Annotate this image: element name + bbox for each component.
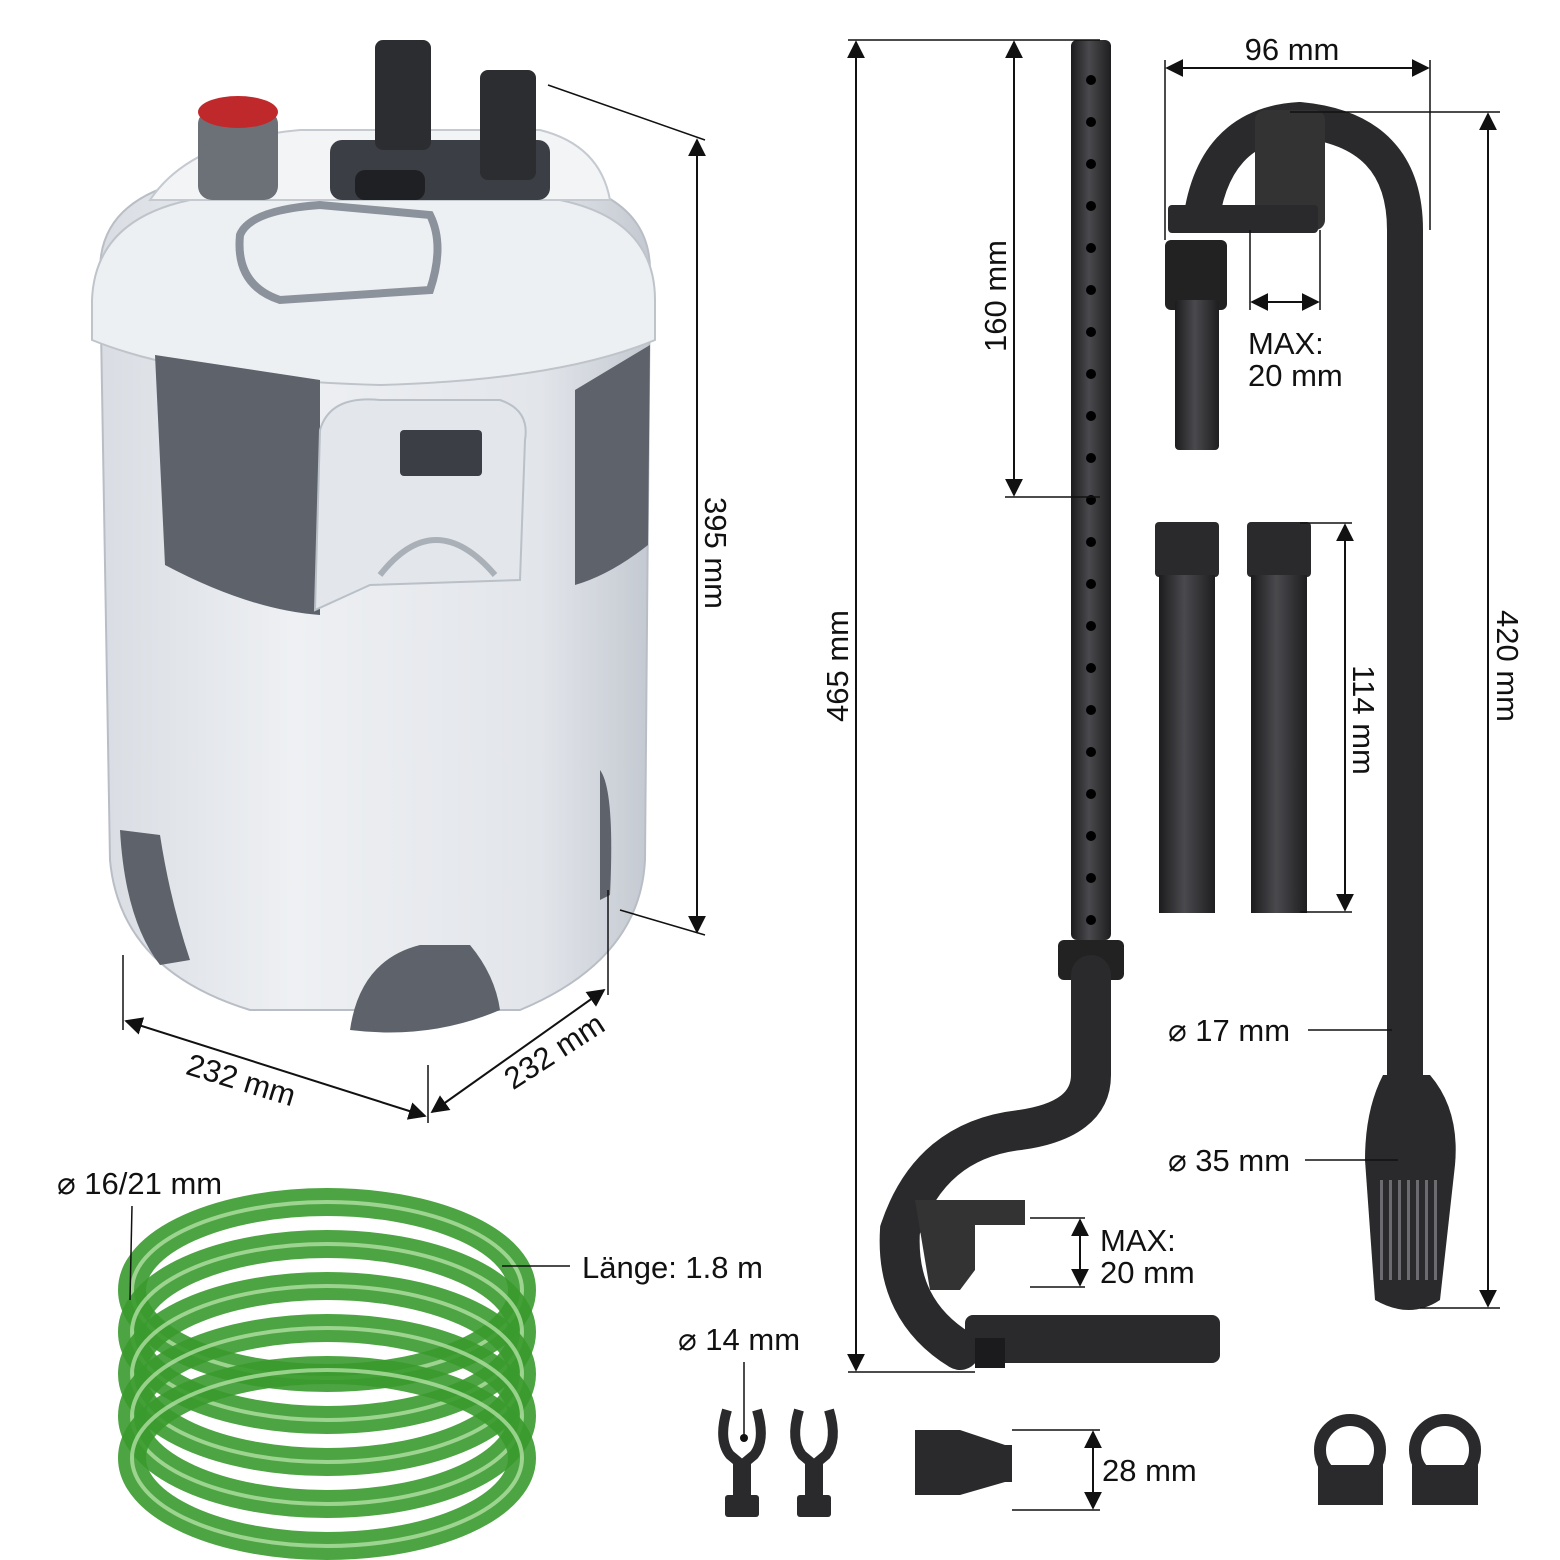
outlet-clamp-max-label: MAX: [1100, 1223, 1176, 1258]
spray-bar-hole [1086, 915, 1096, 925]
outlet-pipe-segment-label: 160 mm [978, 240, 1013, 352]
coiled-hose-icon [118, 1188, 536, 1560]
intake-clamp-max-value: 20 mm [1248, 358, 1343, 393]
filter-depth-label: 232 mm [498, 1006, 611, 1096]
spray-bar-hole [1086, 243, 1096, 253]
suction-clip-diameter-label: ⌀ 14 mm [678, 1322, 800, 1357]
spray-bar-hole [1086, 369, 1096, 379]
spray-bar-hole [1086, 75, 1096, 85]
intake-height-dimension [1290, 111, 1500, 1309]
filter-height-label: 395 mm [698, 497, 733, 609]
spray-bar-hole [1086, 663, 1096, 673]
spray-bar-hole [1086, 285, 1096, 295]
hose-coil-highlight [130, 1284, 524, 1464]
intake-clamp-dimension [1249, 230, 1321, 311]
canister-filter-icon [91, 40, 656, 1033]
flow-nozzle-icon [915, 1430, 1012, 1495]
intake-strainer-slots [1380, 1180, 1437, 1280]
hose-length-label: Länge: 1.8 m [582, 1250, 763, 1285]
hose-diameter-label: ⌀ 16/21 mm [57, 1166, 222, 1201]
suction-clip-leader-dot [740, 1434, 748, 1442]
extension-tube-icon [1155, 522, 1311, 913]
spray-bar-hole [1086, 789, 1096, 799]
outlet-pipe-height-label: 465 mm [820, 610, 855, 722]
spray-bar-hole [1086, 621, 1096, 631]
spray-bar-hole [1086, 411, 1096, 421]
spray-bar-pipe-icon [879, 40, 1220, 1370]
spray-bar-hole [1086, 705, 1096, 715]
hose-coil-highlight [130, 1368, 524, 1548]
hose-coil-highlight [130, 1242, 524, 1422]
strainer-slot [1416, 1180, 1419, 1280]
intake-tube-icon [1165, 101, 1456, 1310]
spray-bar-hole [1086, 327, 1096, 337]
hose-clamp-icon [1314, 1414, 1481, 1505]
intake-hook-width-label: 96 mm [1245, 32, 1340, 67]
intake-tube-diameter-label: ⌀ 17 mm [1168, 1013, 1290, 1048]
suction-clip-icon [718, 1408, 838, 1517]
strainer-slot [1398, 1180, 1401, 1280]
strainer-slot [1380, 1180, 1383, 1280]
strainer-diameter-label: ⌀ 35 mm [1168, 1143, 1290, 1178]
spray-bar-hole [1086, 117, 1096, 127]
hose-coil-highlight [130, 1326, 524, 1506]
extension-tube-dimension [1300, 522, 1354, 913]
filter-depth-dimension [430, 890, 609, 1114]
outlet-pipe-height-dimension [847, 39, 1100, 1373]
intake-hook-width-dimension [1164, 59, 1431, 240]
outlet-pipe-segment-dimension [1005, 40, 1100, 498]
intake-clamp-max-label: MAX: [1248, 326, 1324, 361]
spray-bar-hole [1086, 579, 1096, 589]
spray-bar-hole [1086, 201, 1096, 211]
spray-bar-hole [1086, 831, 1096, 841]
nozzle-size-label: 28 mm [1102, 1453, 1197, 1488]
filter-height-dimension [547, 84, 706, 936]
strainer-slot [1425, 1180, 1428, 1280]
spray-bar-hole [1086, 747, 1096, 757]
nozzle-dimension [1012, 1429, 1102, 1511]
spray-bar-hole [1086, 873, 1096, 883]
outlet-clamp-dimension [1030, 1217, 1089, 1288]
filter-width-dimension [122, 955, 429, 1123]
extension-tube-length-label: 114 mm [1346, 665, 1381, 775]
strainer-slot [1434, 1180, 1437, 1280]
spray-bar-hole [1086, 159, 1096, 169]
intake-height-label: 420 mm [1490, 610, 1525, 722]
spray-bar-hole [1086, 453, 1096, 463]
spray-bar-holes [1086, 75, 1096, 925]
strainer-slot [1407, 1180, 1410, 1280]
strainer-slot [1389, 1180, 1392, 1280]
hose-diameter-leader [129, 1205, 133, 1301]
outlet-clamp-max-value: 20 mm [1100, 1255, 1195, 1290]
spray-bar-hole [1086, 537, 1096, 547]
